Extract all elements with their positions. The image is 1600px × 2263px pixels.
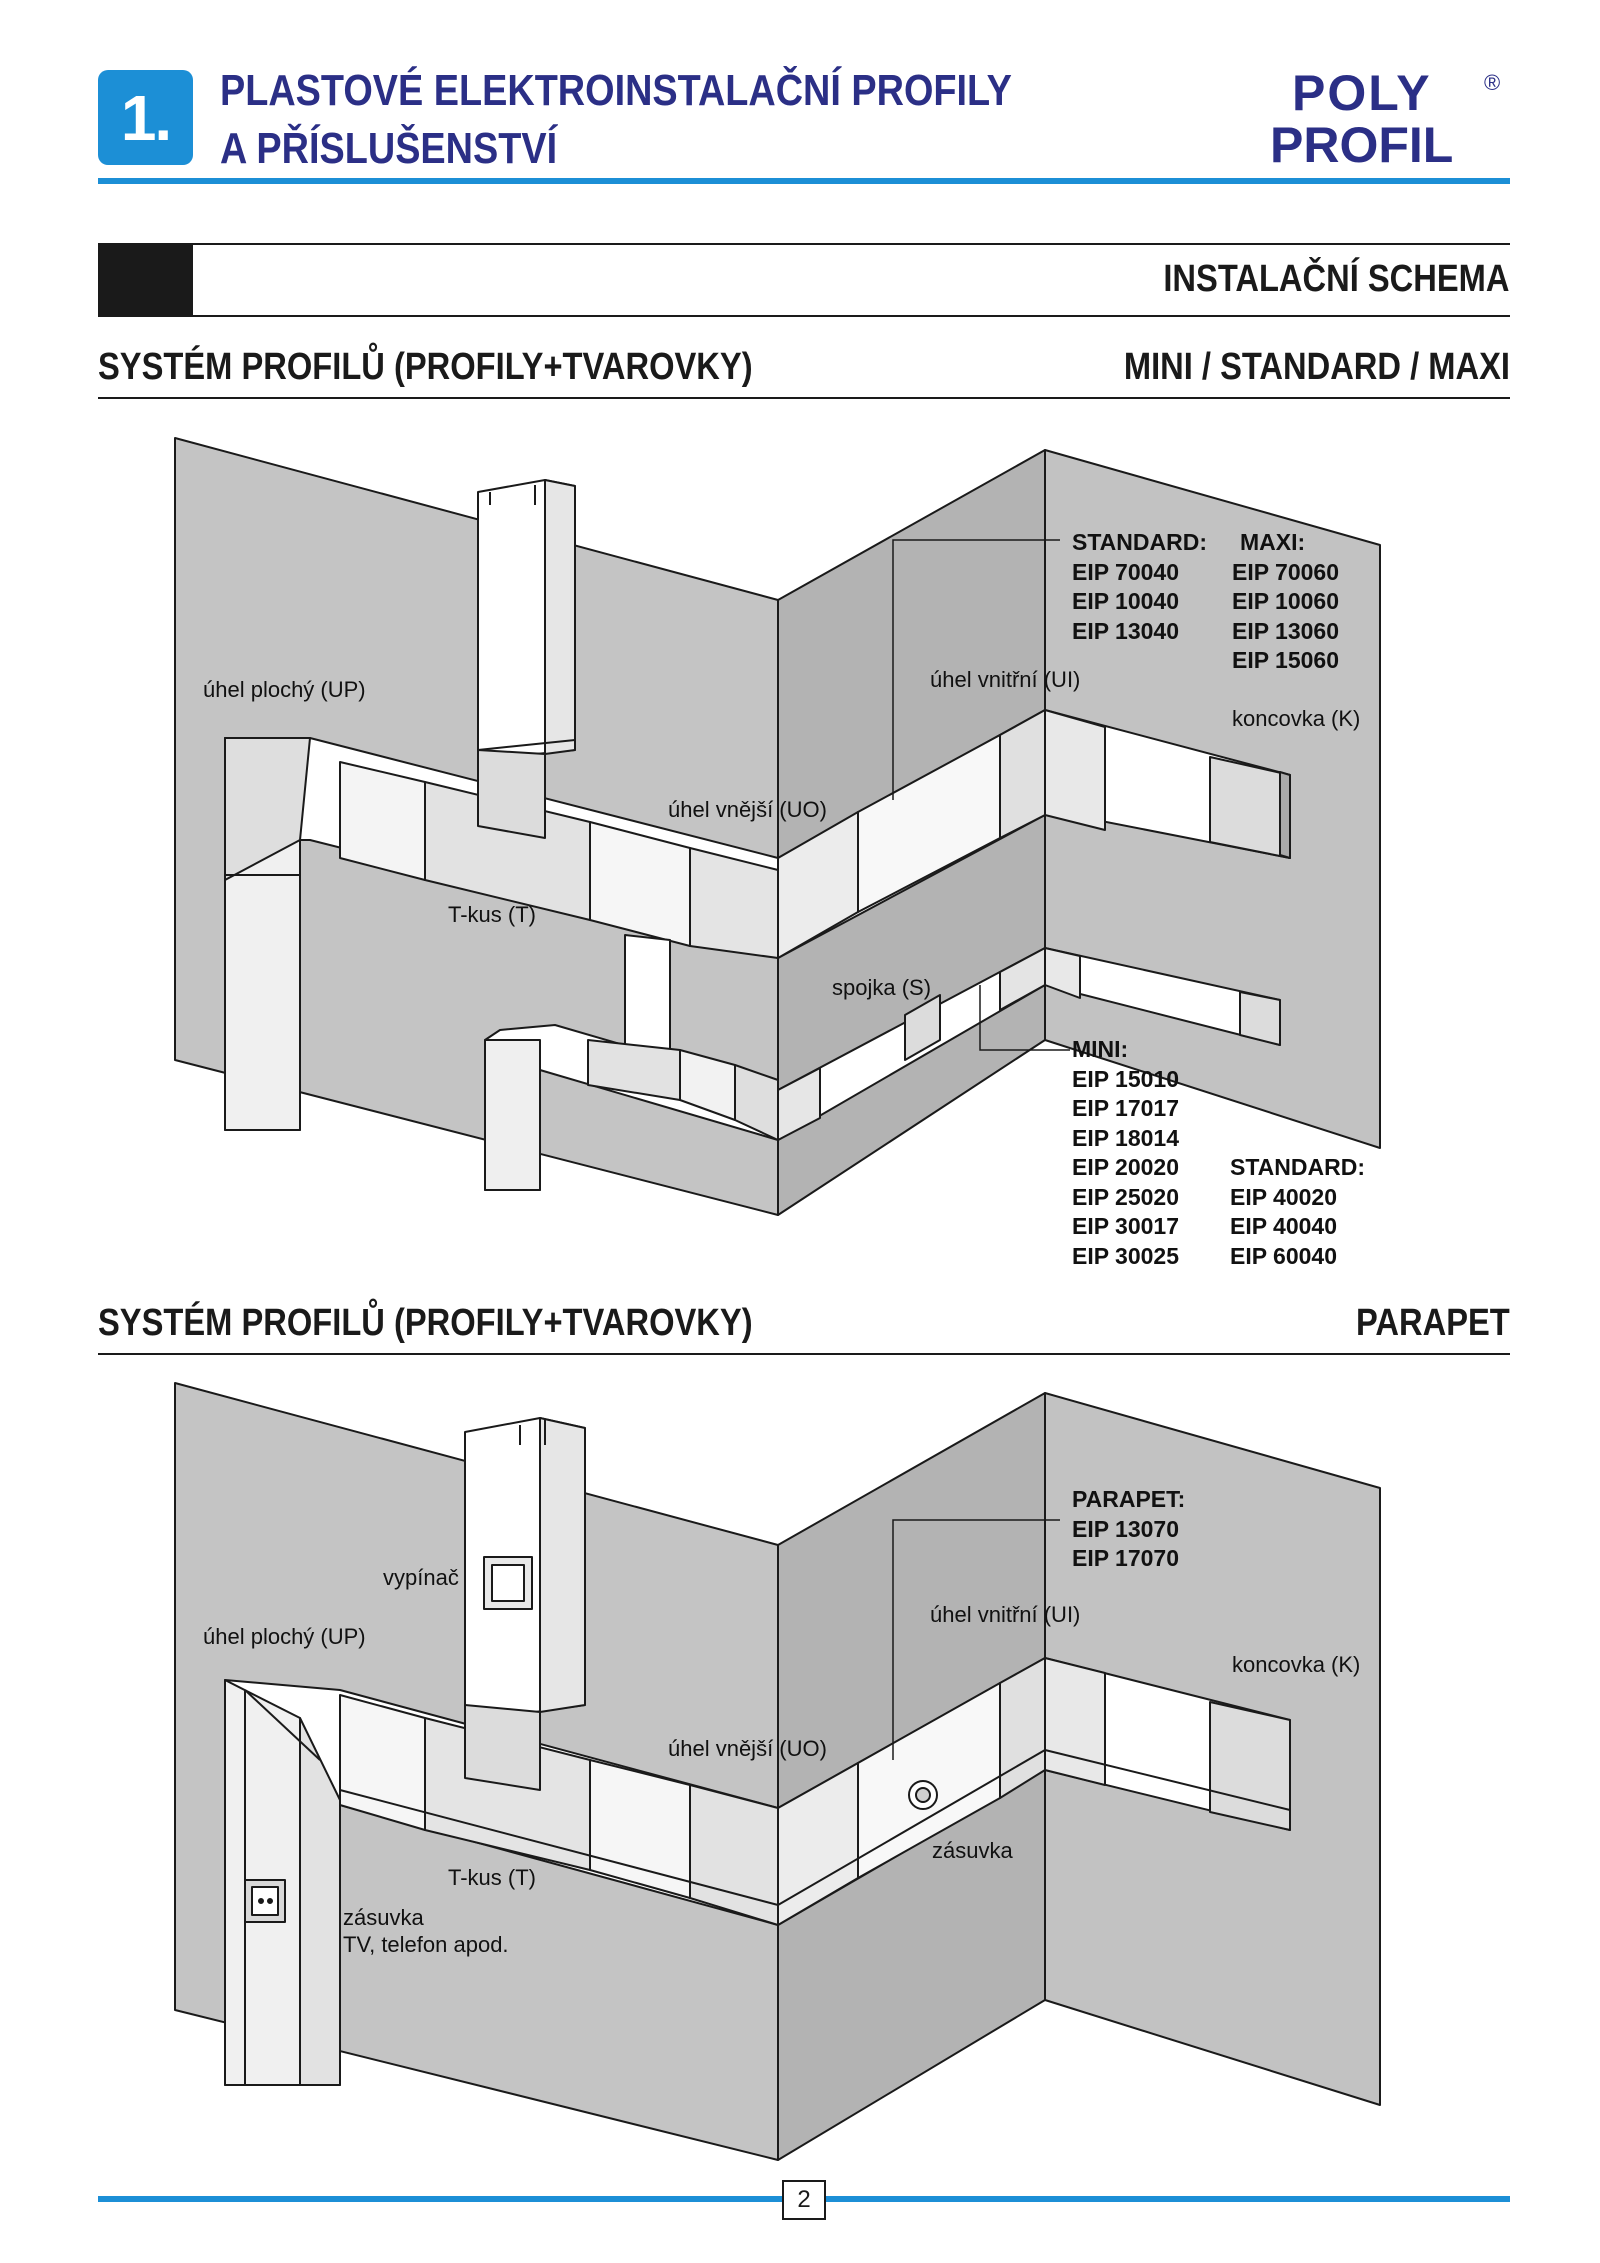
- mini-code: EIP 17017: [1072, 1095, 1180, 1121]
- standard-title: STANDARD:: [1072, 529, 1208, 555]
- mini-code: EIP 30017: [1072, 1213, 1180, 1239]
- page-title: PLASTOVÉ ELEKTROINSTALAČNÍ PROFILY A PŘÍ…: [220, 62, 1012, 178]
- standard2-codes-block: STANDARD: EIP 40020 EIP 40040 EIP 60040: [1230, 1153, 1365, 1271]
- label-uhel-plochy: úhel plochý (UP): [203, 677, 366, 702]
- maxi-title: MAXI:: [1240, 529, 1306, 555]
- standard2-code: EIP 40040: [1230, 1213, 1338, 1239]
- mini-codes-block: MINI: EIP 15010 EIP 17017 EIP 18014 EIP …: [1072, 1035, 1179, 1271]
- section-title: INSTALAČNÍ SCHEMA: [1163, 258, 1510, 300]
- inner-corner: [1044, 1657, 1106, 1786]
- mini-code: EIP 15010: [1072, 1065, 1180, 1092]
- diagram1-illustration: [174, 437, 1381, 1216]
- t-piece: [477, 749, 546, 839]
- label-uhel-vnitrni: úhel vnitřní (UI): [930, 667, 1081, 692]
- flat-corner-bevel: [224, 737, 311, 881]
- mini-code: EIP 25020: [1072, 1183, 1180, 1210]
- section-rule-bottom: [98, 315, 1510, 317]
- label-vypinac: vypínač: [383, 1565, 459, 1590]
- standard2-code: EIP 40020: [1230, 1183, 1338, 1210]
- maxi-code: EIP 10060: [1232, 588, 1340, 614]
- mini-code: EIP 20020: [1072, 1154, 1180, 1180]
- socket-face-left: [251, 1886, 279, 1916]
- standard2-title: STANDARD:: [1230, 1154, 1366, 1180]
- standard-code: EIP 13040: [1072, 617, 1180, 644]
- parapet-t-piece: [464, 1704, 541, 1791]
- mini-code: EIP 30025: [1072, 1242, 1180, 1269]
- label-zasuvka-tv-line1: zásuvka: [343, 1905, 424, 1930]
- leader-parapet: [892, 1519, 1060, 1760]
- label-t-kus-2: T-kus (T): [448, 1865, 536, 1890]
- section-rule-top: [98, 243, 1510, 245]
- label-uhel-vnejsi: úhel vnější (UO): [668, 797, 827, 822]
- header-rule: [98, 178, 1510, 184]
- maxi-code: EIP 15060: [1232, 647, 1340, 673]
- parapet-codes-block: PARAPET: EIP 13070 EIP 17070: [1072, 1485, 1185, 1574]
- section-marker: [98, 245, 193, 317]
- logo-registered-mark: ®: [1484, 70, 1500, 95]
- page-title-line1: PLASTOVÉ ELEKTROINSTALAČNÍ PROFILY: [220, 66, 1012, 115]
- mini-riser: [624, 934, 671, 1053]
- flat-corner-side: [299, 1717, 341, 2086]
- chapter-number-badge: 1.: [98, 70, 193, 165]
- standard-code: EIP 10040: [1072, 588, 1180, 614]
- leader-standard: [892, 539, 1060, 800]
- label-uhel-plochy-2: úhel plochý (UP): [203, 1624, 366, 1649]
- mini-title: MINI:: [1072, 1036, 1129, 1062]
- logo-graphic: POLY PROFIL ®: [1270, 65, 1500, 173]
- polyprofil-logo: POLY PROFIL ®: [1270, 60, 1510, 173]
- diagram1-heading: SYSTÉM PROFILŮ (PROFILY+TVAROVKY): [98, 346, 753, 388]
- inner-corner: [1044, 709, 1106, 831]
- maxi-code: EIP 13060: [1232, 617, 1340, 644]
- standard2-code: EIP 60040: [1230, 1242, 1338, 1269]
- parapet-code: EIP 13070: [1072, 1515, 1180, 1542]
- page-title-line2: A PŘÍSLUŠENSTVÍ: [220, 124, 558, 173]
- label-zasuvka-tv-line2: TV, telefon apod.: [343, 1932, 509, 1957]
- label-koncovka: koncovka (K): [1232, 706, 1361, 731]
- maxi-code: EIP 70060: [1232, 558, 1340, 585]
- leader-mini: [979, 985, 1070, 1051]
- logo-bottom-text: PROFIL: [1270, 117, 1453, 170]
- label-zasuvka: zásuvka: [932, 1838, 1013, 1863]
- diagram2-heading: SYSTÉM PROFILŮ (PROFILY+TVAROVKY): [98, 1302, 753, 1344]
- parapet-code: EIP 17070: [1072, 1545, 1180, 1571]
- switch-rocker: [491, 1564, 525, 1602]
- maxi-codes-block: MAXI: EIP 70060 EIP 10060 EIP 13060 EIP …: [1232, 528, 1339, 676]
- diagram1-rule: [98, 397, 1510, 399]
- mini-code: EIP 18014: [1072, 1124, 1180, 1151]
- logo-top-text: POLY: [1292, 65, 1432, 121]
- diagram2-variant: PARAPET: [1356, 1302, 1510, 1344]
- label-spojka: spojka (S): [832, 975, 932, 1000]
- parapet-end-cap: [1209, 1701, 1291, 1831]
- label-koncovka-2: koncovka (K): [1232, 1652, 1361, 1677]
- diagram1-variant: MINI / STANDARD / MAXI: [1123, 346, 1510, 388]
- mini-coupler: [904, 994, 941, 1061]
- diagram2-illustration: [174, 1382, 1381, 2161]
- standard-codes-block: STANDARD: EIP 70040 EIP 10040 EIP 13040: [1072, 528, 1207, 646]
- label-uhel-vnejsi-2: úhel vnější (UO): [668, 1736, 827, 1761]
- standard-code: EIP 70040: [1072, 558, 1180, 585]
- diagram2-rule: [98, 1353, 1510, 1355]
- label-t-kus: T-kus (T): [448, 902, 536, 927]
- end-cap: [1209, 756, 1291, 859]
- label-uhel-vnitrni-2: úhel vnitřní (UI): [930, 1602, 1081, 1627]
- parapet-title: PARAPET:: [1072, 1486, 1186, 1512]
- page-number: 2: [782, 2180, 826, 2220]
